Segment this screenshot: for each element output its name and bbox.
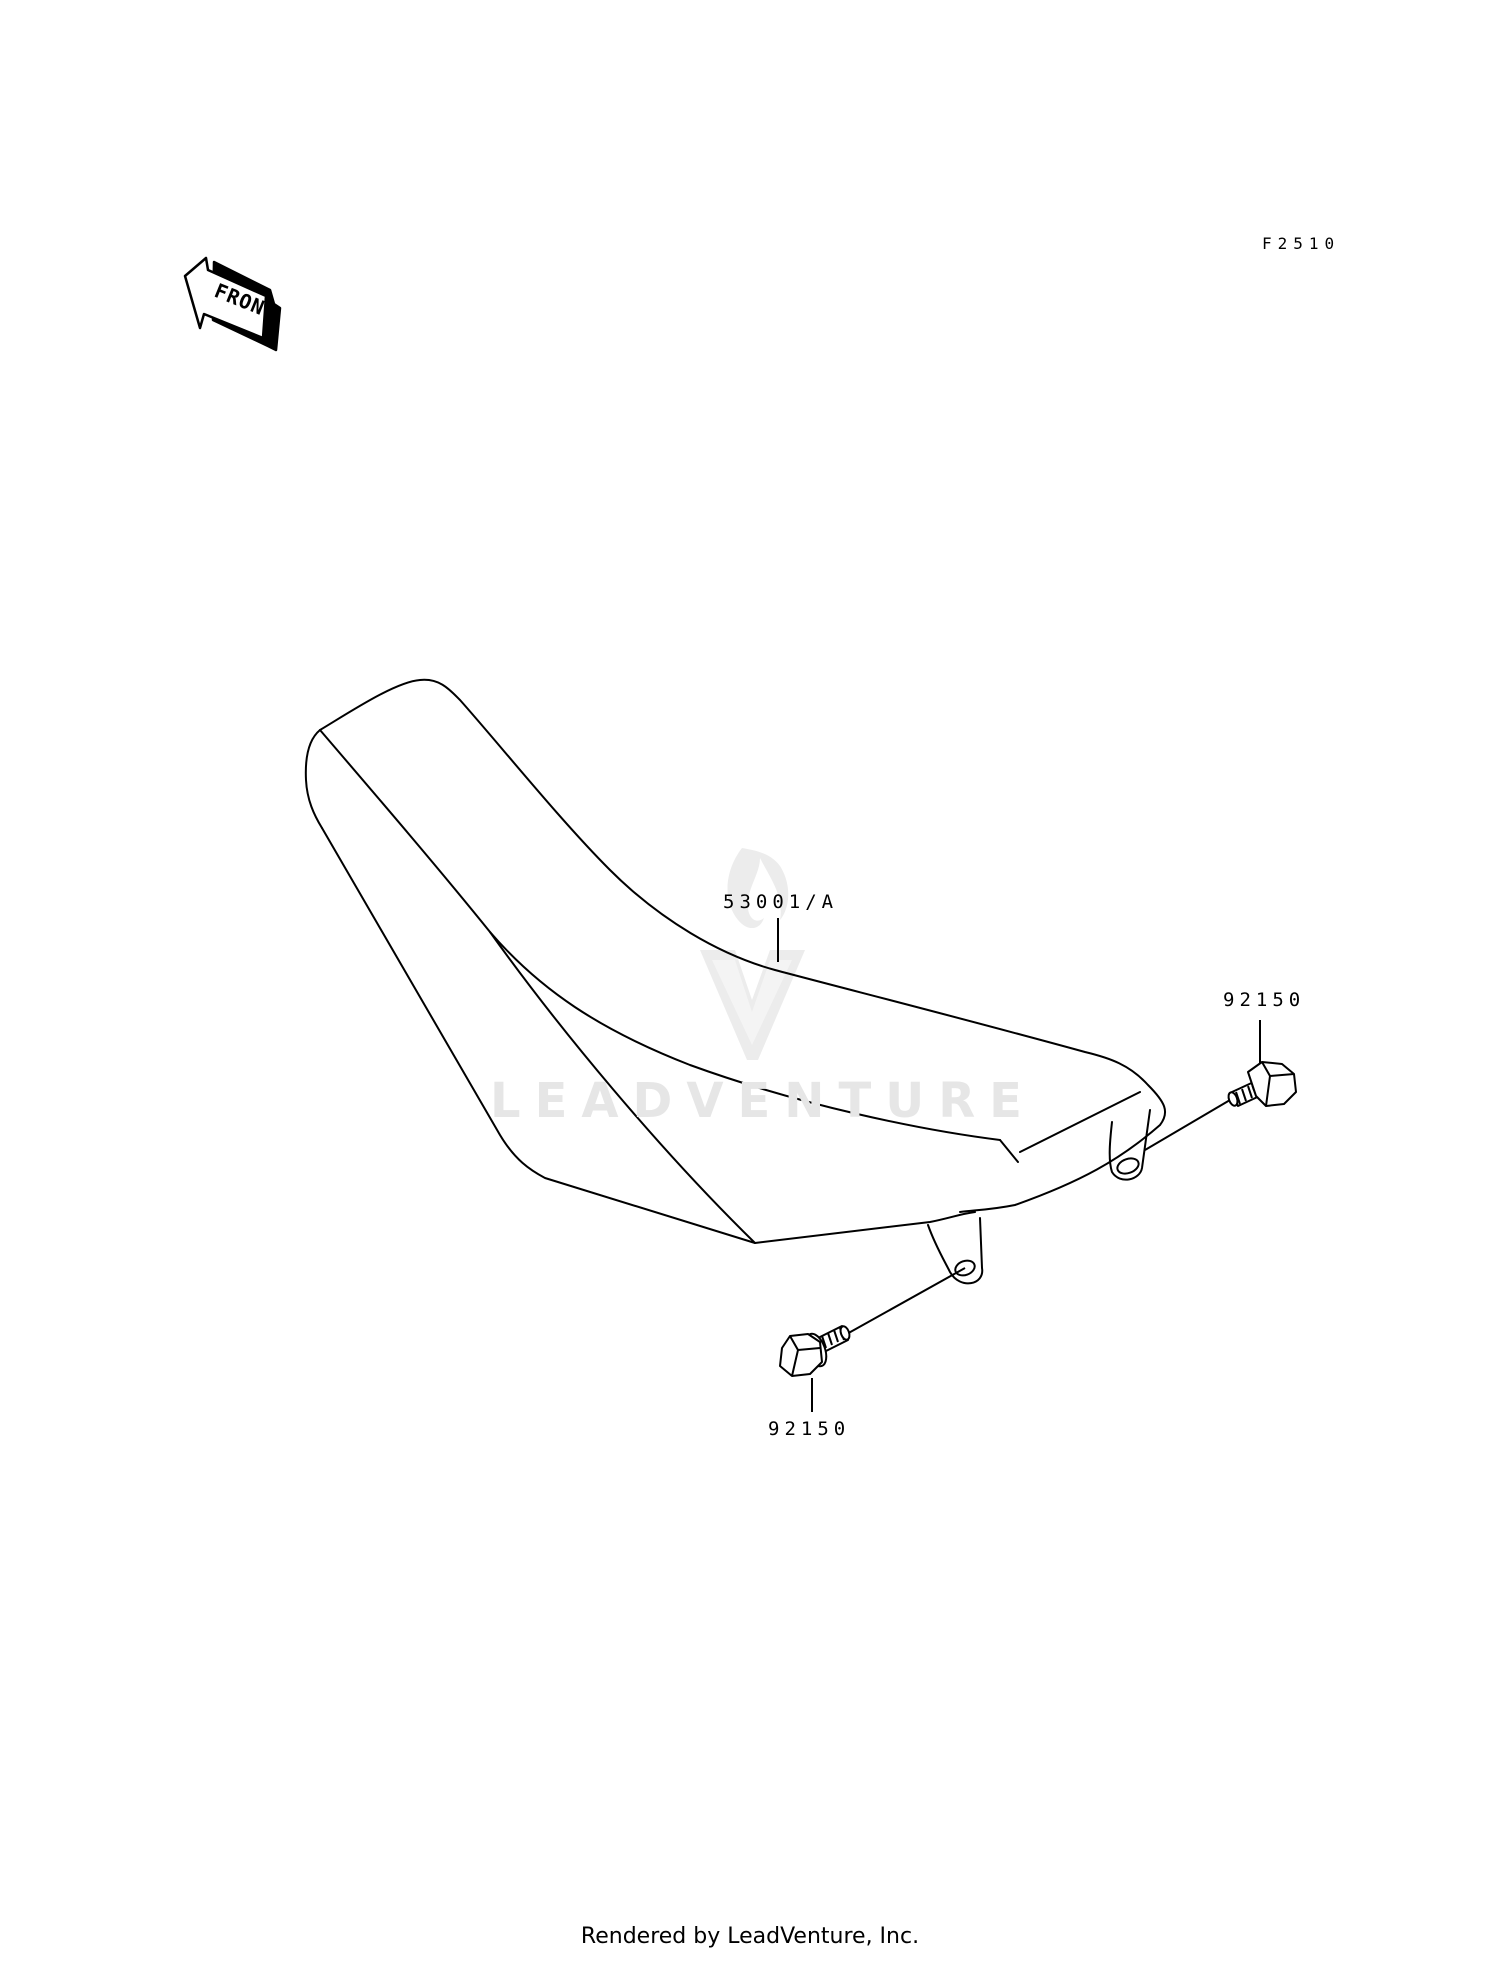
bolt-right-icon: [1227, 1061, 1297, 1107]
watermark-text: LEADVENTURE: [490, 1073, 1036, 1129]
seat-part-number[interactable]: 53001/A: [723, 891, 839, 913]
bolt-left-icon: [779, 1325, 851, 1377]
front-arrow-icon: FRONT: [183, 256, 282, 352]
bolt-left-part-number[interactable]: 92150: [768, 1418, 851, 1440]
seat: [304, 678, 1167, 1285]
leader-lines: [777, 918, 1261, 1412]
footer-credit: Rendered by LeadVenture, Inc.: [580, 1924, 920, 1949]
watermark-logo-icon: [700, 848, 805, 1060]
bolt-right-part-number[interactable]: 92150: [1223, 989, 1306, 1011]
figure-code: F2510: [1262, 234, 1341, 253]
